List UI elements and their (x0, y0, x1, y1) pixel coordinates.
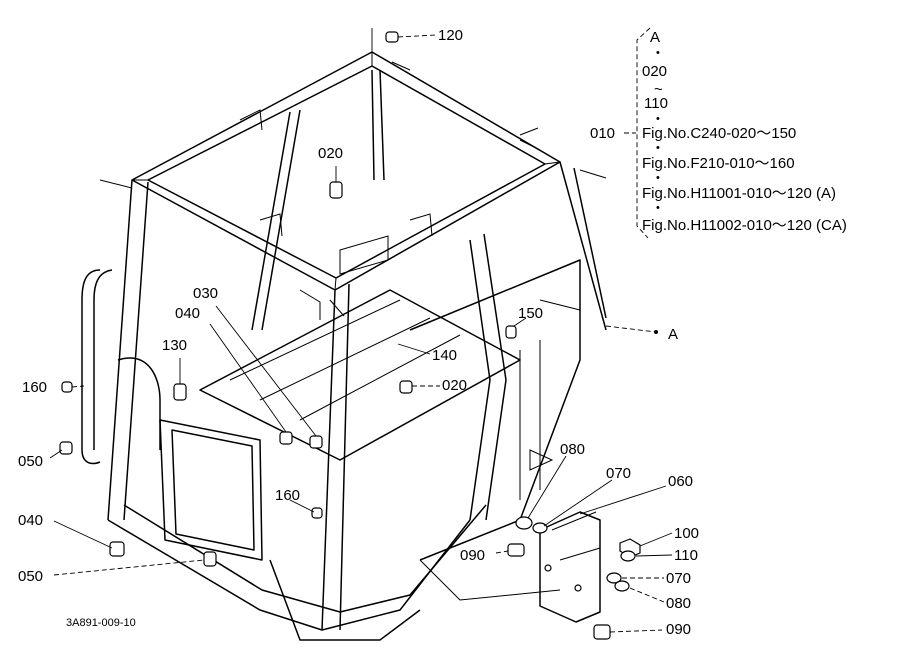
hardware-parts (59, 31, 641, 640)
leader-lines (49, 28, 673, 633)
callout-040-low: 040 (18, 512, 43, 529)
washer-080-top (515, 516, 533, 530)
plug-160-mid (311, 507, 323, 519)
legend-range-sep: ~ (654, 81, 663, 98)
spacer-040-low (109, 541, 125, 557)
spacer-040-mid (279, 431, 293, 445)
callout-labels: 120 020 030 040 130 140 020 150 A 160 05… (18, 27, 699, 638)
svg-text:•: • (656, 47, 660, 59)
callout-100: 100 (674, 525, 699, 542)
cab-frame (81, 51, 607, 641)
spacer-030 (309, 435, 323, 449)
washer-070-top (532, 522, 548, 534)
callout-160-mid: 160 (275, 487, 300, 504)
callout-160-left: 160 (22, 379, 47, 396)
legend-ref-label: 010 (590, 125, 615, 142)
legend-range-start: 020 (642, 63, 667, 80)
callout-070-top: 070 (606, 465, 631, 482)
washer-110 (620, 550, 636, 562)
callout-110: 110 (674, 547, 698, 564)
legend-ref-2: Fig.No.F210-010～160 (642, 155, 795, 172)
svg-text:•: • (656, 172, 660, 184)
washer-070-right (606, 572, 622, 584)
callout-050-low: 050 (18, 568, 43, 585)
legend-ref-1: Fig.No.C240-020～150 (642, 125, 796, 142)
callout-060: 060 (668, 473, 693, 490)
callout-120: 120 (438, 27, 463, 44)
callout-080-top: 080 (560, 441, 585, 458)
callout-090-low: 090 (666, 621, 691, 638)
bolt-150 (505, 325, 517, 339)
callout-020-mid: 020 (442, 377, 467, 394)
bolt-090-low (593, 624, 611, 640)
legend-marker: A (650, 29, 660, 46)
svg-text:•: • (656, 142, 660, 154)
callout-050-left: 050 (18, 453, 43, 470)
reference-legend: A • 020 ~ 110 • 010 Fig.No.C240-020～150 … (590, 27, 847, 239)
legend-ref-3: Fig.No.H11001-010～120 (A) (642, 185, 836, 202)
callout-A: A (668, 326, 678, 343)
spacer-020-top (329, 181, 343, 199)
svg-text:•: • (656, 202, 660, 214)
callout-030: 030 (193, 285, 218, 302)
callout-090-left: 090 (460, 547, 485, 564)
reference-dot-A (654, 330, 658, 334)
bracket-060 (539, 511, 601, 623)
callout-070-right: 070 (666, 570, 691, 587)
spacer-050-low (203, 551, 217, 567)
spacer-020-mid (399, 380, 413, 394)
callout-080-right: 080 (666, 595, 691, 612)
figure-code: 3A891-009-10 (66, 617, 136, 629)
spacer-130 (173, 383, 187, 401)
washer-080-right (614, 580, 630, 592)
callout-020-top: 020 (318, 145, 343, 162)
callout-150: 150 (518, 305, 543, 322)
plug-050-left (59, 441, 73, 455)
svg-text:•: • (656, 113, 660, 125)
plug-160-left (61, 381, 73, 393)
legend-ref-4: Fig.No.H11002-010～120 (CA) (642, 217, 847, 234)
legend-range-end: 110 (644, 95, 668, 112)
callout-040-mid: 040 (175, 305, 200, 322)
bolt-090-left (507, 543, 525, 557)
cap-120 (385, 31, 399, 43)
callout-130: 130 (162, 337, 187, 354)
callout-140: 140 (432, 347, 457, 364)
